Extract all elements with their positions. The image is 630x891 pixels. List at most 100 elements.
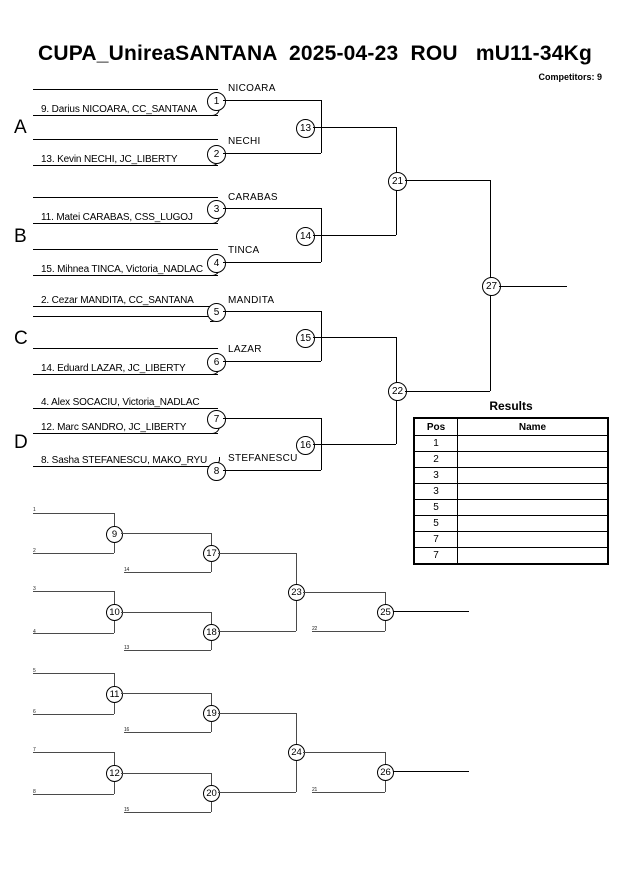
bracket-line bbox=[124, 650, 211, 651]
athlete-slot-9[interactable]: 8. Sasha STEFANESCU, MAKO_RYU bbox=[33, 450, 220, 467]
match-bubble-7[interactable]: 7 bbox=[207, 410, 226, 429]
bracket-line bbox=[124, 732, 211, 733]
bracket-line bbox=[121, 612, 211, 613]
match-bubble-14[interactable]: 14 bbox=[296, 227, 315, 246]
slot-rule bbox=[33, 374, 218, 375]
bracket-line bbox=[218, 553, 296, 554]
match-bubble-16[interactable]: 16 bbox=[296, 436, 315, 455]
bracket-line bbox=[303, 752, 385, 753]
table-row: 3 bbox=[413, 467, 609, 484]
match-bubble-25[interactable]: 25 bbox=[377, 604, 394, 621]
bracket-line bbox=[33, 752, 114, 753]
bracket-line bbox=[303, 592, 385, 593]
athlete-slot-3[interactable]: 11. Matei CARABAS, CSS_LUGOJ bbox=[33, 207, 220, 224]
match-bubble-21[interactable]: 21 bbox=[388, 172, 407, 191]
athlete-name: 8. Sasha STEFANESCU, MAKO_RYU bbox=[41, 455, 208, 466]
table-row: 7 bbox=[413, 547, 609, 565]
result-position: 1 bbox=[413, 435, 458, 452]
bracket-line bbox=[223, 153, 321, 154]
bracket-line bbox=[33, 139, 218, 140]
athlete-name: 14. Eduard LAZAR, JC_LIBERTY bbox=[41, 363, 186, 374]
bracket-line bbox=[33, 591, 114, 592]
seed-tag: 5 bbox=[33, 668, 36, 674]
match-bubble-8[interactable]: 8 bbox=[207, 462, 226, 481]
bracket-line bbox=[33, 513, 114, 514]
column-header-pos: Pos bbox=[413, 417, 458, 436]
bracket-line bbox=[223, 470, 321, 471]
bracket-line bbox=[223, 418, 321, 419]
bracket-line bbox=[33, 673, 114, 674]
winner-label-2: NECHI bbox=[228, 136, 261, 147]
seed-tag: 7 bbox=[33, 747, 36, 753]
match-bubble-1[interactable]: 1 bbox=[207, 92, 226, 111]
result-position: 5 bbox=[413, 499, 458, 516]
bracket-line bbox=[218, 713, 296, 714]
result-name bbox=[457, 435, 609, 452]
winner-label-1: NICOARA bbox=[228, 83, 276, 94]
athlete-slot-4[interactable]: 15. Mihnea TINCA, Victoria_NADLAC bbox=[33, 259, 220, 276]
group-label-c: C bbox=[14, 328, 28, 349]
bracket-line bbox=[33, 714, 114, 715]
competitor-count: Competitors: 9 bbox=[538, 72, 602, 82]
match-bubble-20[interactable]: 20 bbox=[203, 785, 220, 802]
slot-rule bbox=[33, 466, 218, 467]
athlete-slot-8[interactable]: 12. Marc SANDRO, JC_LIBERTY bbox=[33, 417, 220, 434]
result-position: 3 bbox=[413, 467, 458, 484]
winner-label-4: TINCA bbox=[228, 245, 260, 256]
winner-label-6: LAZAR bbox=[228, 344, 262, 355]
results-title: Results bbox=[489, 399, 533, 413]
athlete-name: 15. Mihnea TINCA, Victoria_NADLAC bbox=[41, 264, 203, 275]
match-bubble-3[interactable]: 3 bbox=[207, 200, 226, 219]
match-bubble-13[interactable]: 13 bbox=[296, 119, 315, 138]
athlete-slot-2[interactable]: 13. Kevin NECHI, JC_LIBERTY bbox=[33, 149, 220, 166]
bracket-line bbox=[405, 391, 490, 392]
match-bubble-6[interactable]: 6 bbox=[207, 353, 226, 372]
bracket-line bbox=[121, 693, 211, 694]
result-name bbox=[457, 451, 609, 468]
bracket-line bbox=[223, 208, 321, 209]
bracket-line bbox=[33, 553, 114, 554]
bronze-output-line bbox=[393, 771, 469, 772]
result-position: 5 bbox=[413, 515, 458, 532]
match-bubble-15[interactable]: 15 bbox=[296, 329, 315, 348]
slot-rule bbox=[33, 165, 218, 166]
bracket-line bbox=[313, 337, 396, 338]
athlete-slot-1[interactable]: 9. Darius NICOARA, CC_SANTANA bbox=[33, 99, 220, 116]
final-output-line bbox=[499, 286, 567, 287]
seed-tag: 21 bbox=[312, 787, 317, 793]
bracket-line bbox=[223, 361, 321, 362]
match-bubble-18[interactable]: 18 bbox=[203, 624, 220, 641]
result-position: 7 bbox=[413, 531, 458, 548]
match-bubble-5[interactable]: 5 bbox=[207, 303, 226, 322]
seed-tag: 6 bbox=[33, 709, 36, 715]
result-position: 2 bbox=[413, 451, 458, 468]
athlete-slot-7[interactable]: 4. Alex SOCACIU, Victoria_NADLAC bbox=[33, 392, 218, 409]
slot-rule bbox=[33, 433, 218, 434]
winner-label-3: CARABAS bbox=[228, 192, 278, 203]
match-bubble-24[interactable]: 24 bbox=[288, 744, 305, 761]
match-bubble-26[interactable]: 26 bbox=[377, 764, 394, 781]
seed-tag: 4 bbox=[33, 629, 36, 635]
bracket-line bbox=[223, 262, 321, 263]
winner-label-8: STEFANESCU bbox=[228, 453, 298, 464]
bracket-line bbox=[33, 89, 218, 90]
table-header-row: Pos Name bbox=[413, 417, 609, 436]
athlete-slot-5[interactable]: 2. Cezar MANDITA, CC_SANTANA bbox=[33, 290, 218, 307]
bracket-line bbox=[218, 631, 296, 632]
slot-rule bbox=[33, 408, 218, 409]
match-bubble-2[interactable]: 2 bbox=[207, 145, 226, 164]
result-name bbox=[457, 531, 609, 548]
seed-tag: 16 bbox=[124, 727, 129, 733]
bracket-line bbox=[321, 311, 322, 361]
bracket-line bbox=[33, 249, 218, 250]
bronze-output-line bbox=[393, 611, 469, 612]
match-bubble-4[interactable]: 4 bbox=[207, 254, 226, 273]
seed-tag: 2 bbox=[33, 548, 36, 554]
seed-tag: 8 bbox=[33, 789, 36, 795]
match-bubble-9[interactable]: 9 bbox=[106, 526, 123, 543]
athlete-slot-6[interactable]: 14. Eduard LAZAR, JC_LIBERTY bbox=[33, 358, 220, 375]
bracket-line bbox=[124, 812, 211, 813]
bracket-line bbox=[121, 773, 211, 774]
match-bubble-11[interactable]: 11 bbox=[106, 686, 123, 703]
